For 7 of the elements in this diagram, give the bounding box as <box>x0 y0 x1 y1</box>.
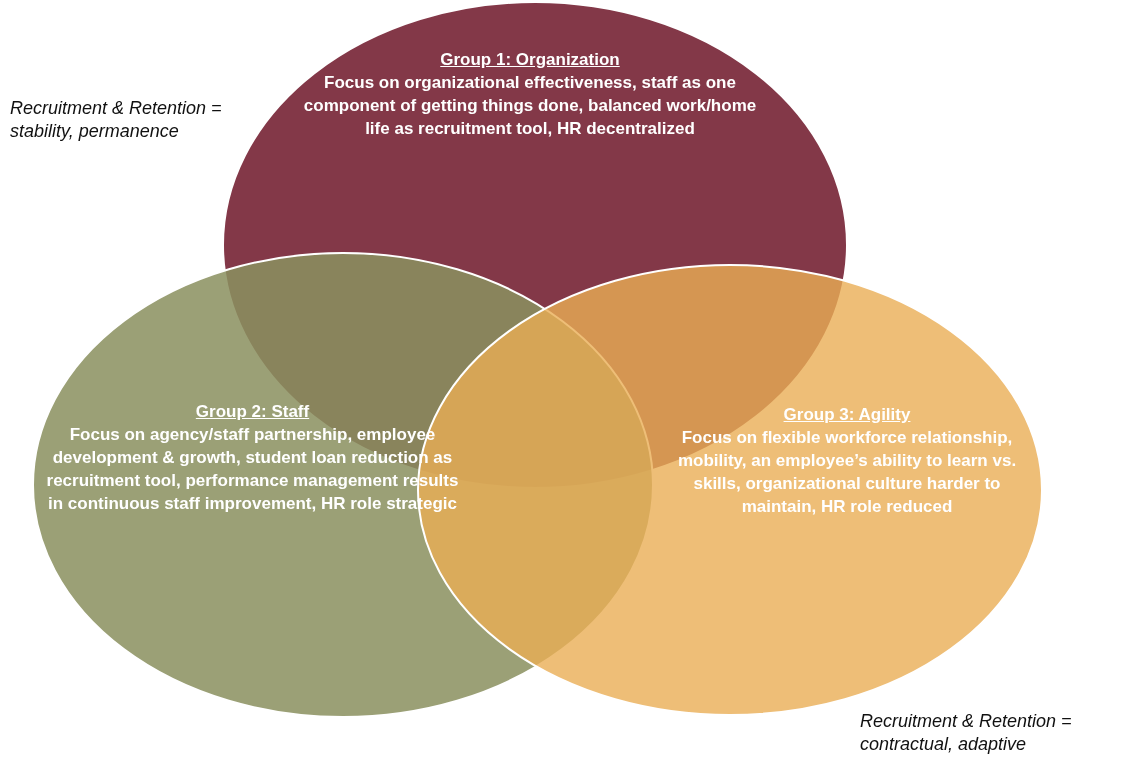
note-text: Recruitment & Retention = contractual, adaptive <box>860 710 1073 756</box>
group-description: Focus on flexible workforce relationship, mobility, an employee’s ability to learn vs. skills, organizational culture harder to maintain, HR role reduced <box>676 427 1018 518</box>
group-description: Focus on organizational effectiveness, staff as one component of getting things done, balanced work/home life as recruitment tool, HR decentralized <box>302 72 758 140</box>
group-heading: Group 1: Organization <box>439 49 621 71</box>
group-heading: Group 2: Staff <box>194 401 311 423</box>
group-heading: Group 3: Agility <box>782 404 912 426</box>
note-text: Recruitment & Retention = stability, permanence <box>10 97 223 143</box>
